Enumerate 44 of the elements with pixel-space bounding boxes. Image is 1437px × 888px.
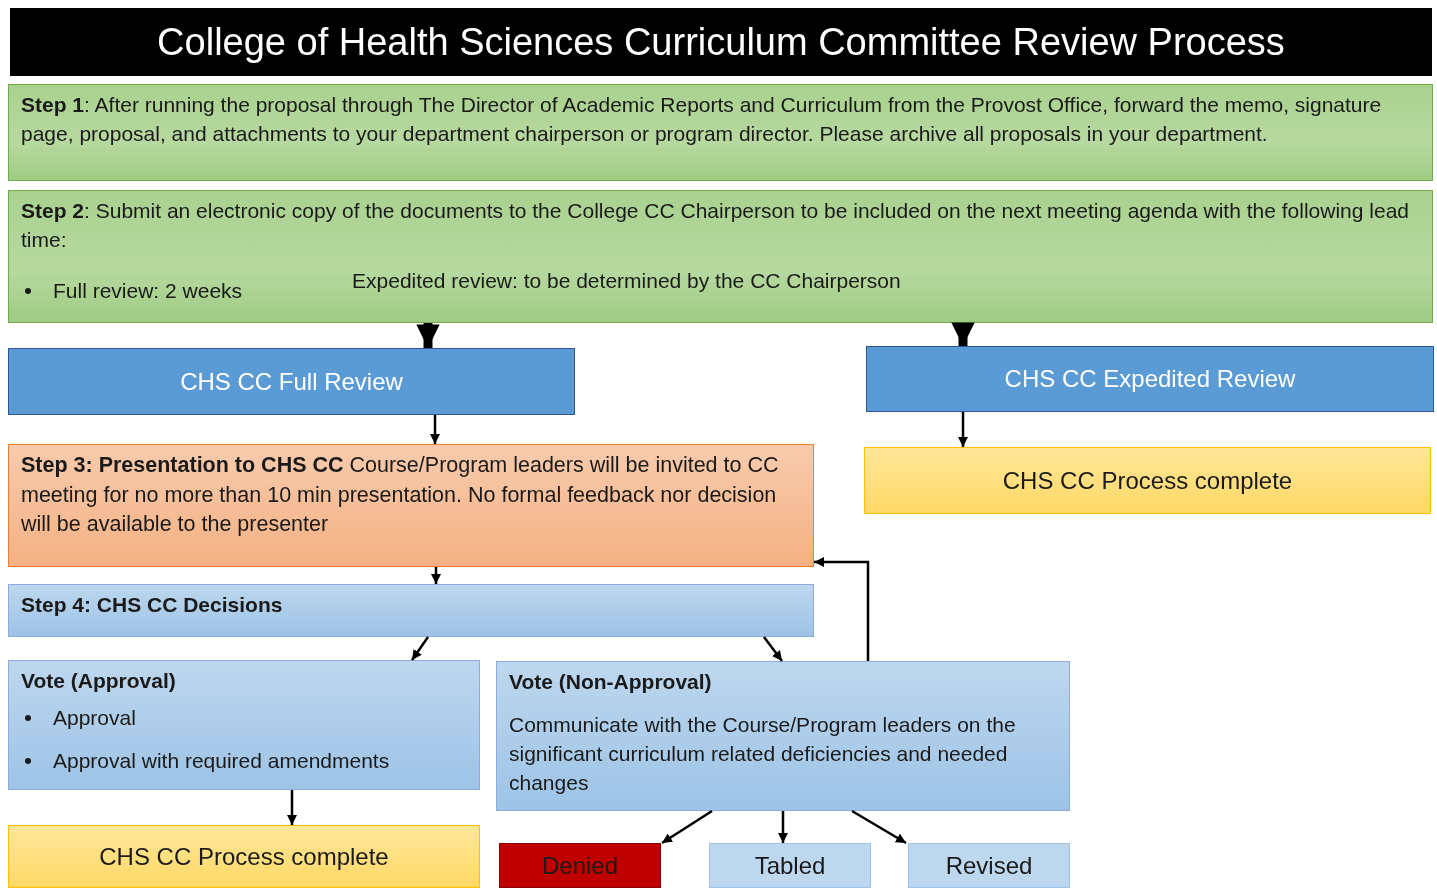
bullet-item: Approval with required amendments — [53, 747, 390, 774]
step-box — [8, 584, 814, 637]
step-box — [8, 190, 1433, 323]
box-text: CHS CC Full Review — [180, 366, 403, 397]
arrow — [763, 636, 783, 662]
title-banner: College of Health Sciences Curriculum Committee Review Process — [10, 8, 1432, 76]
box-text: Step 3: Presentation to CHS CC Course/Program leaders will be invited to CC meeting for no more than 10 min presentation. No formal feedback nor decision will be available to the presenter — [21, 452, 780, 539]
box-text: CHS CC Process complete — [1002, 465, 1293, 496]
arrow — [778, 811, 788, 843]
outcome-box — [864, 447, 1431, 514]
box-text: Denied — [541, 850, 619, 881]
step-box — [8, 444, 814, 567]
arrow — [431, 567, 441, 584]
arrow — [287, 790, 297, 825]
decision-box — [496, 661, 1070, 811]
arrow — [430, 415, 440, 444]
box-text: Step 4: CHS CC Decisions — [21, 592, 284, 618]
arrow — [958, 412, 968, 447]
outcome-box — [8, 825, 480, 888]
arrow — [814, 557, 870, 661]
step-text: Step 2: Submit an electronic copy of the documents to the College CC Chairperson to be included on the next meeting agenda with the following lead time: — [21, 198, 1410, 253]
arrow — [416, 323, 440, 348]
bullet-item: Approval — [53, 704, 136, 731]
box-text: CHS CC Expedited Review — [1004, 364, 1296, 395]
arrow — [410, 636, 430, 661]
box-text: Revised — [945, 850, 1033, 881]
process-box — [8, 348, 575, 415]
decision-box — [8, 660, 480, 790]
arrow — [851, 809, 907, 845]
note-text: Expedited review: to be determined by the CC Chairperson — [352, 267, 901, 294]
bullet-item: Full review: 2 weeks — [53, 277, 243, 304]
arrow — [661, 809, 713, 845]
outcome-box — [499, 843, 661, 888]
step-box — [8, 84, 1433, 181]
box-text: CHS CC Process complete — [99, 841, 389, 872]
heading-text: Vote (Approval) — [21, 668, 177, 694]
outcome-box — [709, 843, 871, 888]
outcome-box — [908, 843, 1070, 888]
box-text: Communicate with the Course/Program leaders on the significant curriculum related deficiencies and needed changes — [509, 711, 1017, 796]
heading-text: Vote (Non-Approval) — [509, 669, 713, 695]
process-box — [866, 346, 1434, 412]
box-text: Step 1: After running the proposal through The Director of Academic Reports and Curriculum from the Provost Office, forward the memo, signature page, proposal, and attachments to your department chairperson or program director. Please archive all proposals in your department. — [21, 92, 1383, 147]
arrow — [951, 322, 975, 346]
box-text: Tabled — [754, 850, 826, 881]
